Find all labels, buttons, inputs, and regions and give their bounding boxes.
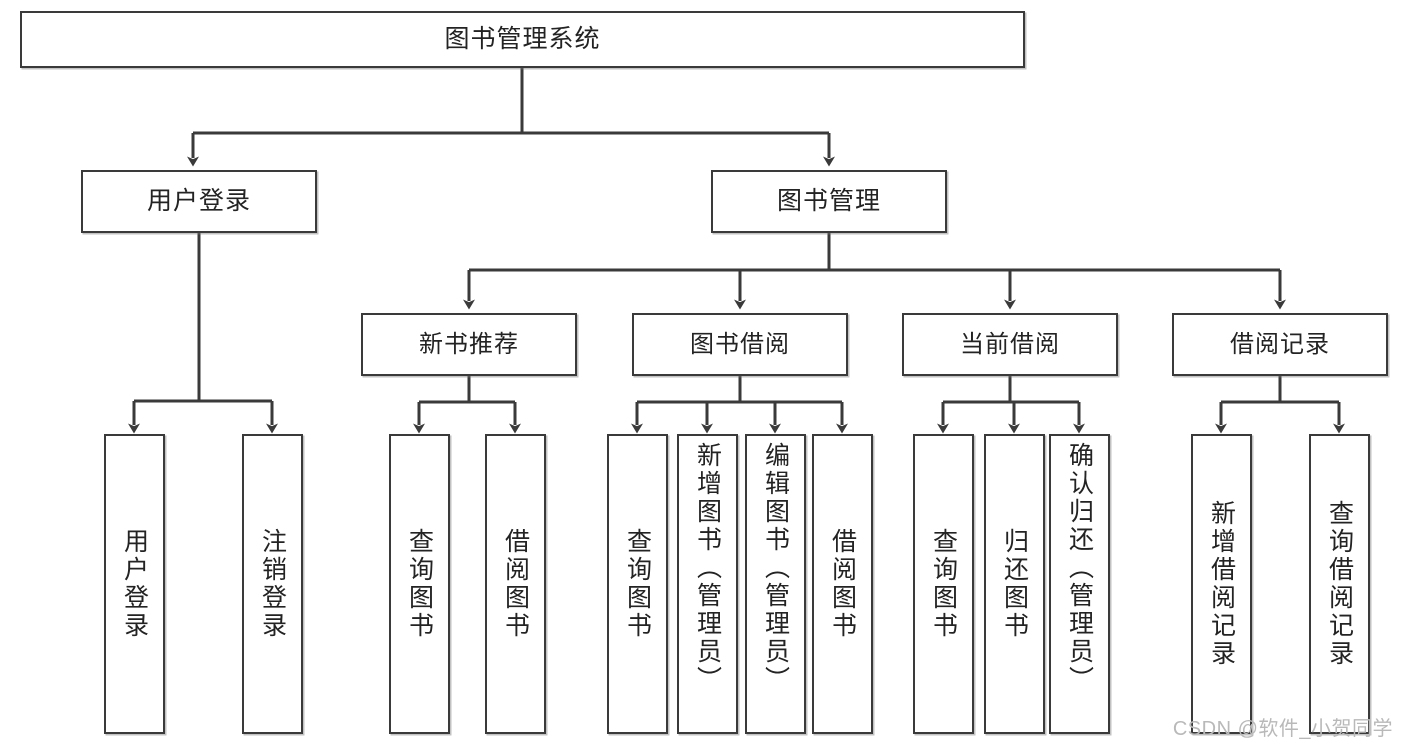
node-label: 确认归还（管理员）	[1065, 442, 1094, 694]
node-leaf-edit-book-admin[interactable]: 编辑图书（管理员）	[745, 434, 806, 734]
node-leaf-query-book-newbook[interactable]: 查询图书	[389, 434, 450, 734]
node-leaf-add-book-admin[interactable]: 新增图书（管理员）	[677, 434, 738, 734]
node-label: 图书管理	[776, 187, 881, 216]
node-leaf-confirm-return-admin[interactable]: 确认归还（管理员）	[1049, 434, 1110, 734]
node-label: 归还图书	[1000, 528, 1029, 640]
node-label: 借阅记录	[1230, 330, 1330, 358]
node-label: 用户登录	[146, 187, 251, 216]
node-leaf-add-borrow-record[interactable]: 新增借阅记录	[1191, 434, 1252, 734]
node-leaf-borrow-book[interactable]: 借阅图书	[812, 434, 873, 734]
node-leaf-query-book-borrow[interactable]: 查询图书	[607, 434, 668, 734]
node-label: 图书管理系统	[444, 25, 601, 54]
node-current-borrow[interactable]: 当前借阅	[902, 313, 1118, 376]
node-root-book-management-system[interactable]: 图书管理系统	[20, 11, 1025, 68]
node-borrow-record[interactable]: 借阅记录	[1172, 313, 1388, 376]
node-label: 借阅图书	[828, 528, 857, 640]
node-label: 当前借阅	[960, 330, 1060, 358]
node-leaf-user-login[interactable]: 用户登录	[104, 434, 165, 734]
node-book-management[interactable]: 图书管理	[711, 170, 947, 233]
node-label: 新书推荐	[419, 330, 519, 358]
node-label: 查询图书	[623, 528, 652, 640]
node-leaf-logout[interactable]: 注销登录	[242, 434, 303, 734]
node-label: 注销登录	[258, 528, 287, 640]
node-label: 查询图书	[405, 528, 434, 640]
node-leaf-borrow-book-newbook[interactable]: 借阅图书	[485, 434, 546, 734]
node-user-login[interactable]: 用户登录	[81, 170, 317, 233]
node-leaf-return-book[interactable]: 归还图书	[984, 434, 1045, 734]
node-label: 新增借阅记录	[1207, 500, 1236, 668]
node-label: 借阅图书	[501, 528, 530, 640]
node-label: 用户登录	[120, 528, 149, 640]
node-leaf-query-book-current[interactable]: 查询图书	[913, 434, 974, 734]
node-new-book-recommend[interactable]: 新书推荐	[361, 313, 577, 376]
node-leaf-query-borrow-record[interactable]: 查询借阅记录	[1309, 434, 1370, 734]
node-label: 新增图书（管理员）	[693, 442, 722, 694]
node-book-borrow[interactable]: 图书借阅	[632, 313, 848, 376]
node-label: 编辑图书（管理员）	[761, 442, 790, 694]
node-label: 图书借阅	[690, 330, 790, 358]
csdn-watermark: CSDN @软件_小贺同学	[1172, 718, 1393, 740]
node-label: 查询借阅记录	[1325, 500, 1354, 668]
node-label: 查询图书	[929, 528, 958, 640]
